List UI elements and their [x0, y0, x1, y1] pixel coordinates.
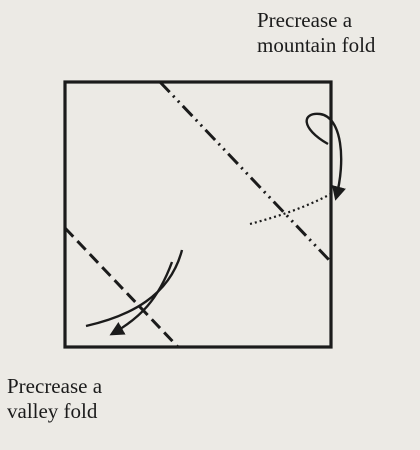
paper-square: [63, 80, 333, 349]
mountain-fold-label-line2: mountain fold: [257, 33, 376, 57]
mountain-fold-label: Precrease a mountain fold: [257, 8, 375, 58]
valley-fold-arrow-inner: [109, 261, 174, 336]
mountain-fold-arrow-hidden: [249, 189, 339, 226]
valley-fold-arrow-outer: [85, 249, 184, 328]
mountain-fold-line: [158, 80, 333, 264]
mountain-fold-arrow-curl: [305, 112, 346, 201]
valley-fold-label-line2: valley fold: [7, 399, 98, 423]
valley-fold-label-line1: Precrease a: [7, 374, 103, 398]
mountain-fold-label-line1: Precrease a: [257, 8, 353, 32]
valley-fold-label: Precrease a valley fold: [7, 374, 102, 424]
valley-fold-line: [63, 226, 180, 349]
